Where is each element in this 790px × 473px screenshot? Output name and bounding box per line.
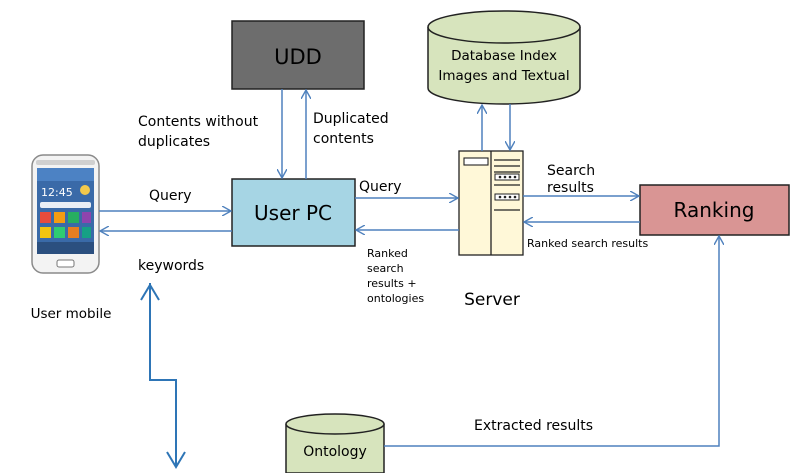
user-pc-node: User PC (231, 178, 356, 247)
phone-home-button (56, 259, 75, 268)
phone-status-bar (37, 168, 94, 181)
label-contents-without-line2: duplicates (138, 134, 210, 150)
phone-screen (37, 168, 94, 254)
label-contents-without-line1: Contents without (138, 114, 259, 130)
database-node: Database Index Images and Textual (427, 10, 581, 105)
server-node: Server (458, 150, 524, 310)
user-pc-box (231, 178, 356, 247)
label-duplicated-line1: Duplicated (313, 111, 389, 127)
connector-down-arrowhead (166, 451, 186, 469)
arrows (99, 89, 719, 447)
label-ranked-line4: ontologies (367, 292, 424, 305)
smartphone-image: 12:45 User mobile (31, 154, 112, 322)
connector-line (149, 283, 177, 467)
ontology-node: Ontology (285, 413, 385, 473)
server-drive-slot (463, 157, 489, 166)
server-bay-2 (494, 193, 520, 201)
server-leds-1 (498, 175, 517, 179)
phone-dock (37, 242, 94, 254)
edge-labels: Contents without duplicates Duplicated c… (138, 111, 648, 434)
phone-speaker (36, 160, 95, 165)
phone-search-bar (40, 202, 91, 208)
phone-clock: 12:45 (41, 186, 73, 199)
user-pc-label: User PC (254, 201, 332, 225)
phone-weather-icon (80, 185, 90, 195)
label-ranked-line2: search (367, 262, 404, 275)
label-keywords: keywords (138, 258, 204, 274)
label-query-mobile: Query (149, 188, 192, 204)
server-bay-1 (494, 173, 520, 181)
database-label-line2: Images and Textual (438, 68, 569, 84)
udd-box (231, 20, 365, 90)
phone-app-grid (40, 212, 91, 238)
label-ranked-search-results: Ranked search results (527, 237, 648, 250)
label-query-server: Query (359, 179, 402, 195)
ranking-node: Ranking (639, 184, 790, 236)
server-label: Server (464, 290, 520, 310)
ranking-box (639, 184, 790, 236)
database-cylinder-top (427, 10, 581, 44)
udd-label: UDD (274, 45, 322, 69)
arrow-mobile-connector (140, 283, 186, 469)
label-extracted-results: Extracted results (474, 418, 593, 434)
server-leds-2 (498, 195, 517, 199)
arrow-extracted-results (384, 237, 719, 447)
user-mobile-label: User mobile (31, 306, 112, 322)
database-label-line1: Database Index (451, 48, 557, 64)
connector-up-arrowhead (140, 283, 160, 301)
ontology-label: Ontology (303, 444, 367, 460)
label-duplicated-line2: contents (313, 131, 374, 147)
ranking-label: Ranking (674, 198, 755, 222)
ontology-cylinder-body (285, 424, 385, 473)
label-search-line1: Search (547, 163, 595, 179)
label-ranked-line3: results + (367, 277, 417, 290)
udd-node: UDD (231, 20, 365, 90)
label-search-line2: results (547, 180, 594, 196)
label-ranked-line1: Ranked (367, 247, 408, 260)
ontology-cylinder-top (285, 413, 385, 435)
database-cylinder-body (427, 27, 581, 105)
